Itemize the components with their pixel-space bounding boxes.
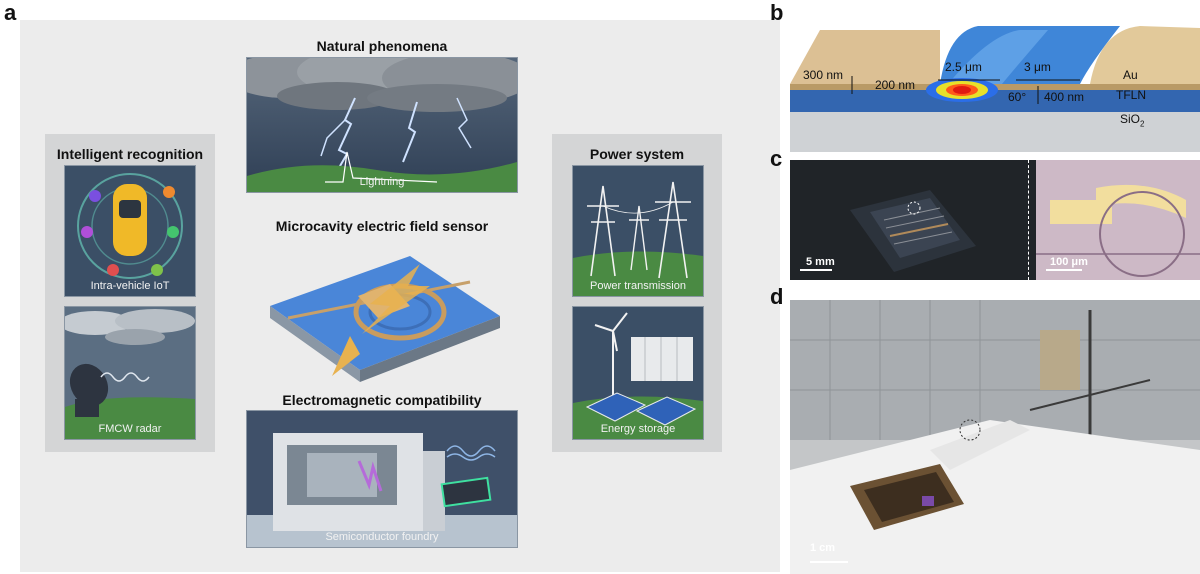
sensor-title: Microcavity electric field sensor [275,218,489,234]
panel-a-letter: a [4,0,17,25]
zoom-guide-line [1028,160,1030,280]
radar-label: FMCW radar [98,423,162,435]
setup-scale-label: 1 cm [810,542,836,554]
angle-label: 60° [1008,90,1027,104]
dim-400nm: 400 nm [1044,90,1085,104]
microring-photo: 100 μm [1036,160,1200,280]
dim-300nm: 300 nm [803,68,844,82]
dim-2-5um: 2.5 μm [945,60,982,74]
foundry-tile: Semiconductor foundry [246,410,518,548]
foundry-label: Semiconductor foundry [325,531,439,543]
natural-phenomena-title: Natural phenomena [316,38,448,54]
test-setup-photo: 1 cm [790,300,1200,574]
dim-200nm: 200 nm [875,78,916,92]
lightning-tile: Lightning [246,57,518,193]
power-system-title: Power system [589,146,685,162]
layer-sio2-label: SiO2 [1120,112,1145,129]
layer-au-label: Au [1123,68,1138,82]
radar-tile: FMCW radar [64,306,196,440]
dim-3um: 3 μm [1024,60,1051,74]
pylons-illustration [573,166,703,296]
panel-d-letter: d [770,284,784,309]
microring-scale-label: 100 μm [1050,256,1088,268]
emc-title: Electromagnetic compatibility [282,392,482,408]
lightning-label: Lightning [359,176,405,188]
intelligent-recognition-group: Intelligent recognition Intra-vehicle Io… [45,134,215,452]
radar-illustration [65,307,195,439]
iot-tile: Intra-vehicle IoT [64,165,196,297]
energy-storage-tile: Energy storage [572,306,704,440]
intelligent-recognition-title: Intelligent recognition [56,146,204,162]
energy-storage-label: Energy storage [600,423,676,435]
sensor-chip-illustration [250,236,520,386]
waveguide-cross-section [790,24,1200,152]
iot-label: Intra-vehicle IoT [90,280,170,292]
panel-b-letter: b [770,0,784,25]
power-transmission-label: Power transmission [590,280,686,292]
power-transmission-tile: Power transmission [572,165,704,297]
power-system-group: Power system Power transmission [552,134,722,452]
car-iot-illustration [65,166,195,296]
energy-storage-illustration [573,307,703,439]
panel-c-letter: c [770,146,783,171]
chip-scale-label: 5 mm [806,256,835,268]
lightning-illustration [247,58,517,192]
chip-photo: 5 mm [790,160,1036,280]
layer-tfln-label: TFLN [1116,88,1146,102]
foundry-illustration [247,411,517,547]
